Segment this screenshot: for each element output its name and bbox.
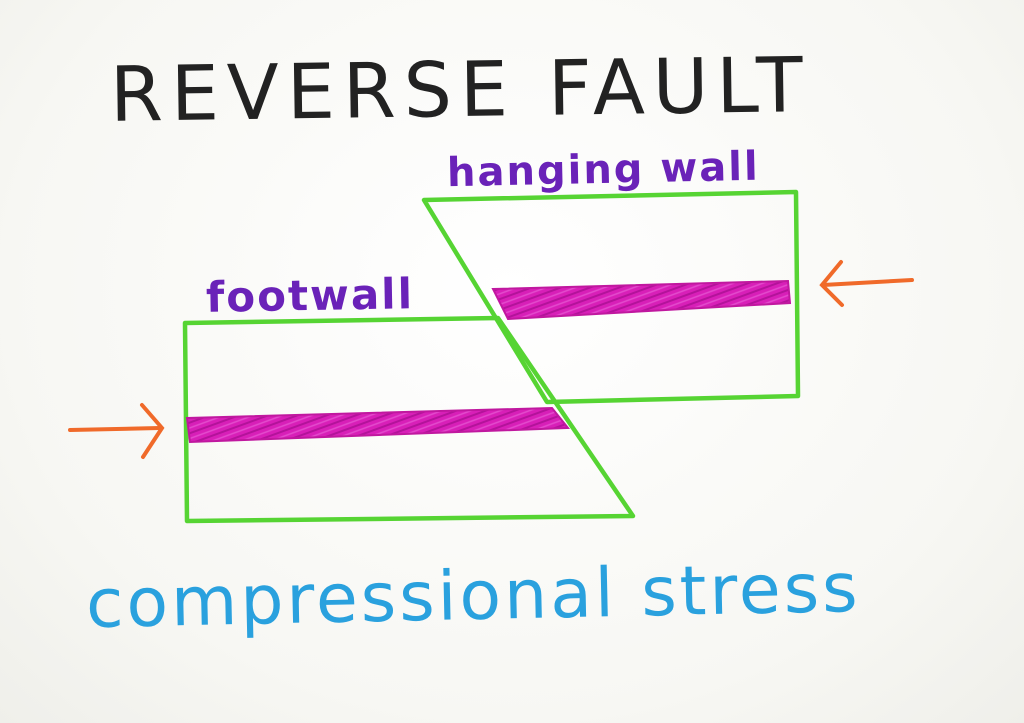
hanging-wall-block	[421, 189, 801, 405]
diagram-title: REVERSE FAULT	[109, 40, 812, 139]
left-compression-arrow	[68, 403, 165, 459]
right-compression-arrow	[819, 260, 914, 307]
footwall-block	[182, 315, 636, 524]
hanging-wall-label: hanging wall	[446, 143, 761, 197]
compressional-stress-label: compressional stress	[85, 548, 862, 645]
footwall-label: footwall	[205, 269, 415, 322]
hanging-wall-rock-layer	[491, 279, 792, 321]
footwall-rock-layer	[185, 406, 571, 444]
